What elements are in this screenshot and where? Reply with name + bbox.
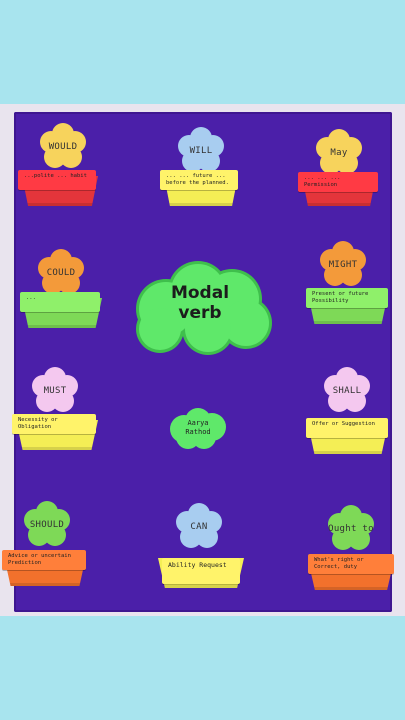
flower-must: MUST <box>30 366 80 416</box>
modal-word: SHALL <box>332 386 362 396</box>
note-flap-could[interactable]: ... <box>20 292 100 312</box>
title-cloud: Modal verb <box>126 257 274 355</box>
note-flap-shall[interactable]: Offer or Suggestion <box>306 418 388 438</box>
cloud-shape <box>170 408 226 449</box>
flower-may: May <box>314 128 364 178</box>
modal-word: WOULD <box>48 142 78 152</box>
flower-can: CAN <box>174 502 224 552</box>
flower-will: WILL <box>176 126 226 176</box>
flower-could: COULD <box>36 248 86 298</box>
note-flap-ought-to[interactable]: What's right or Correct, duty <box>308 554 394 574</box>
modal-word: Ought to <box>328 524 374 534</box>
flower-shape <box>38 249 84 294</box>
note-flap-should[interactable]: Advice or uncertain Prediction <box>2 550 86 570</box>
flower-would: WOULD <box>38 122 88 172</box>
flower-shape <box>324 367 370 412</box>
flower-might: MIGHT <box>318 240 368 290</box>
flower-ought-to: Ought to <box>326 504 376 554</box>
note-flap-might[interactable]: Present or future Possibility <box>306 288 388 308</box>
modal-word: WILL <box>189 146 213 156</box>
modal-word: MUST <box>43 386 67 396</box>
poster-title-line1: Modal <box>170 283 230 303</box>
flower-shape <box>320 241 366 286</box>
author-cloud: Aarya Rathod <box>166 407 230 451</box>
modal-word: May <box>330 148 348 158</box>
flower-shape <box>32 367 78 412</box>
modal-word: SHOULD <box>29 520 65 530</box>
flower-shape <box>316 129 362 174</box>
cloud-shape <box>136 261 272 355</box>
flower-shape <box>176 503 222 548</box>
author-line1: Aarya <box>187 419 209 427</box>
poster-title-line2: verb <box>178 303 222 323</box>
modal-word: MIGHT <box>328 260 358 270</box>
flower-should: SHOULD <box>22 500 72 550</box>
flower-shape <box>328 505 374 550</box>
flower-shape <box>178 127 224 172</box>
modal-word: COULD <box>46 268 76 278</box>
flower-shape <box>24 501 70 546</box>
flower-shall: SHALL <box>322 366 372 416</box>
note-flap-can[interactable]: Ability Request <box>162 558 240 584</box>
note-flap-must[interactable]: Necessity or Obligation <box>12 414 96 434</box>
modal-word: CAN <box>190 522 208 532</box>
author-line2: Rathod <box>185 428 211 436</box>
note-flap-will[interactable]: ... ... future ... before the planned. <box>160 170 238 190</box>
note-flap-would[interactable]: ...polite ... habit <box>18 170 96 190</box>
note-flap-may[interactable]: ... ... ... Permission <box>298 172 378 192</box>
flower-shape <box>40 123 86 168</box>
